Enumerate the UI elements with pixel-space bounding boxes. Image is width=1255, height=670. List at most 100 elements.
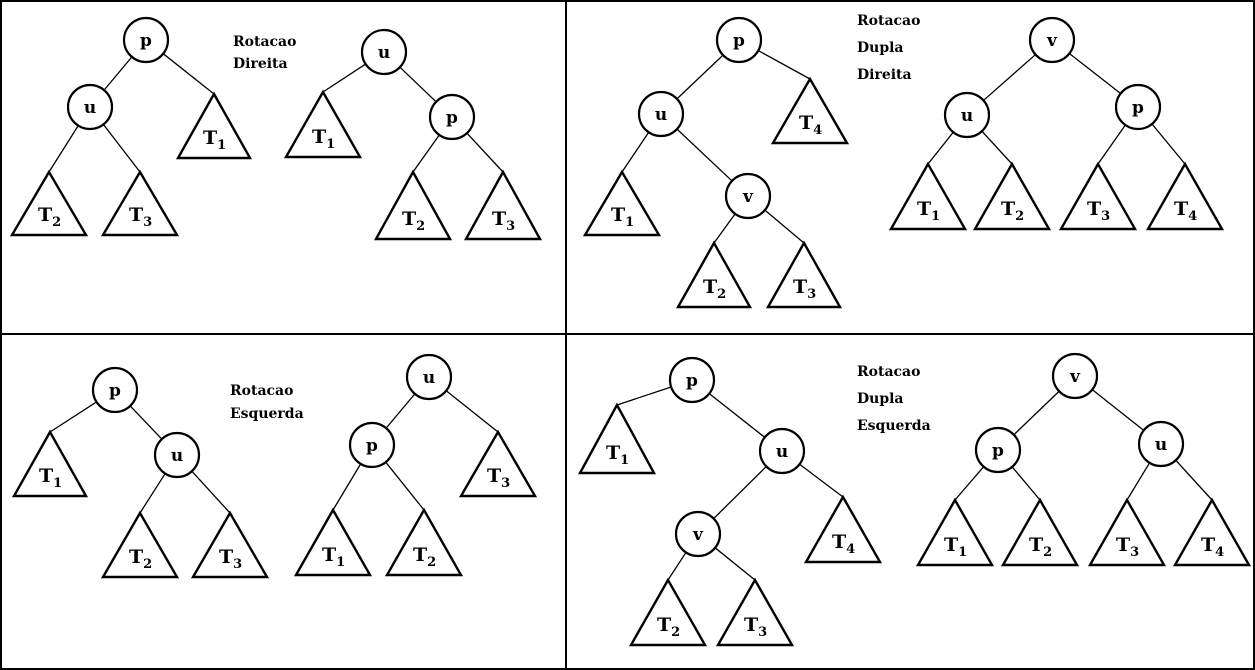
subtree-triangle [1172, 497, 1252, 567]
rotacao-direita-after-subtree-0: T1 [283, 89, 363, 159]
node-circle [1028, 16, 1076, 64]
rotacao-dupla-esquerda-after-node-p: p [974, 426, 1022, 474]
subtree-index: 3 [1130, 545, 1139, 560]
subtree-letter: T [1087, 198, 1101, 220]
subtree-index: 3 [758, 625, 767, 640]
node-label: u [171, 446, 183, 466]
subtree-triangle [715, 577, 795, 647]
rotacao-esquerda-before-node-p: p [91, 366, 139, 414]
subtree-triangle [803, 494, 883, 564]
subtree-label: T2 [703, 276, 726, 302]
node-label: u [776, 442, 788, 462]
subtree-triangle [1058, 161, 1138, 231]
subtree-index: 2 [717, 287, 726, 302]
subtree-index: 4 [1188, 209, 1197, 224]
rotacao-esquerda-before-subtree-1: T2 [100, 510, 180, 579]
subtree-triangle [190, 510, 270, 579]
rotacao-esquerda-after-edge-3 [385, 461, 425, 511]
rotacao-direita-after-node-p: p [428, 93, 476, 141]
subtree-label: T3 [793, 276, 816, 302]
rotacao-dupla-esquerda-after-edge-1 [1091, 389, 1145, 431]
panel-border-bottom-right [565, 333, 1255, 670]
subtree-letter: T [832, 531, 846, 553]
rotacao-esquerda-after-node-p: p [348, 421, 396, 469]
node-label: v [1069, 367, 1081, 387]
node-label: v [692, 525, 704, 545]
subtree-triangle [1145, 161, 1225, 231]
subtree-letter: T [1201, 534, 1215, 556]
rotacao-direita-after-edge-3 [466, 132, 504, 173]
subtree-label: T1 [611, 204, 634, 230]
subtree-triangle [11, 429, 89, 498]
node-circle [1114, 83, 1162, 131]
panel-border-top-right [565, 0, 1255, 335]
rotacao-dupla-esquerda-before-subtree-3: T3 [715, 577, 795, 647]
rotacao-dupla-esquerda-before-node-u: u [758, 427, 806, 475]
rotacao-dupla-esquerda-after-subtree-0: T1 [915, 497, 995, 567]
subtree-label: T1 [312, 126, 335, 152]
caption-line: Rotacao [233, 34, 296, 50]
caption-line: Dupla [857, 391, 904, 407]
caption-line: Direita [857, 67, 912, 83]
subtree-letter: T [129, 546, 143, 568]
node-circle [674, 510, 722, 558]
subtree-triangle [582, 169, 662, 237]
subtree-letter: T [492, 208, 506, 230]
caption-line: Dupla [857, 40, 904, 56]
subtree-label: T3 [219, 546, 242, 572]
node-circle [974, 426, 1022, 474]
rotacao-direita-after-subtree-1: T2 [373, 169, 453, 241]
subtree-label: T2 [1029, 534, 1052, 560]
subtree-index: 3 [1101, 209, 1110, 224]
subtree-triangle [577, 402, 657, 475]
subtree-letter: T [322, 544, 336, 566]
rotacao-esquerda-after-subtree-1: T1 [293, 507, 373, 577]
subtree-triangle [9, 169, 89, 237]
subtree-letter: T [39, 465, 53, 487]
subtree-index: 2 [427, 555, 436, 570]
node-label: u [84, 98, 96, 118]
rotacao-direita-before-subtree-0: T1 [175, 91, 253, 160]
rotacao-dupla-direita-after-edge-1 [1068, 53, 1122, 94]
subtree-triangle [100, 510, 180, 579]
rotacao-esquerda-before-edge-1 [129, 405, 163, 440]
node-circle [724, 172, 772, 220]
subtree-triangle [972, 161, 1052, 231]
node-label: v [742, 187, 754, 207]
subtree-index: 3 [501, 476, 510, 491]
rotacao-dupla-esquerda-after-subtree-2: T3 [1087, 497, 1167, 567]
subtree-triangle [888, 161, 968, 231]
subtree-label: T1 [203, 127, 226, 153]
rotacao-dupla-esquerda-after-edge-0 [1013, 390, 1060, 436]
caption-line: Direita [233, 56, 288, 72]
subtree-index: 2 [143, 557, 152, 572]
subtree-index: 1 [958, 545, 967, 560]
subtree-letter: T [703, 276, 717, 298]
node-circle [91, 366, 139, 414]
subtree-triangle [100, 169, 180, 237]
node-circle [405, 353, 453, 401]
rotacao-dupla-direita-before-node-v: v [724, 172, 772, 220]
rotacao-dupla-esquerda-after-subtree-1: T2 [1000, 497, 1080, 567]
rotacao-dupla-direita-before-edge-0 [676, 54, 724, 100]
node-label: v [1046, 31, 1058, 51]
caption-line: Esquerda [230, 406, 304, 422]
rotacao-direita-after-edge-1 [399, 66, 437, 103]
rotacao-esquerda-before-edge-3 [191, 470, 231, 514]
node-label: u [1155, 435, 1167, 455]
subtree-label: T4 [1174, 198, 1197, 224]
rotacao-esquerda-before-subtree-0: T1 [11, 429, 89, 498]
subtree-letter: T [944, 534, 958, 556]
rotacao-dupla-direita-after-edge-0 [983, 54, 1036, 101]
node-label: p [140, 31, 152, 51]
rotacao-dupla-direita-after-edge-2 [927, 131, 954, 165]
subtree-label: T1 [944, 534, 967, 560]
rotacao-dupla-direita-after-node-p: p [1114, 83, 1162, 131]
rotacao-direita-before-subtree-2: T3 [100, 169, 180, 237]
subtree-index: 1 [931, 209, 940, 224]
subtree-letter: T [129, 204, 143, 226]
node-circle [668, 356, 716, 404]
subtree-letter: T [793, 276, 807, 298]
caption-line: Rotacao [857, 13, 920, 29]
